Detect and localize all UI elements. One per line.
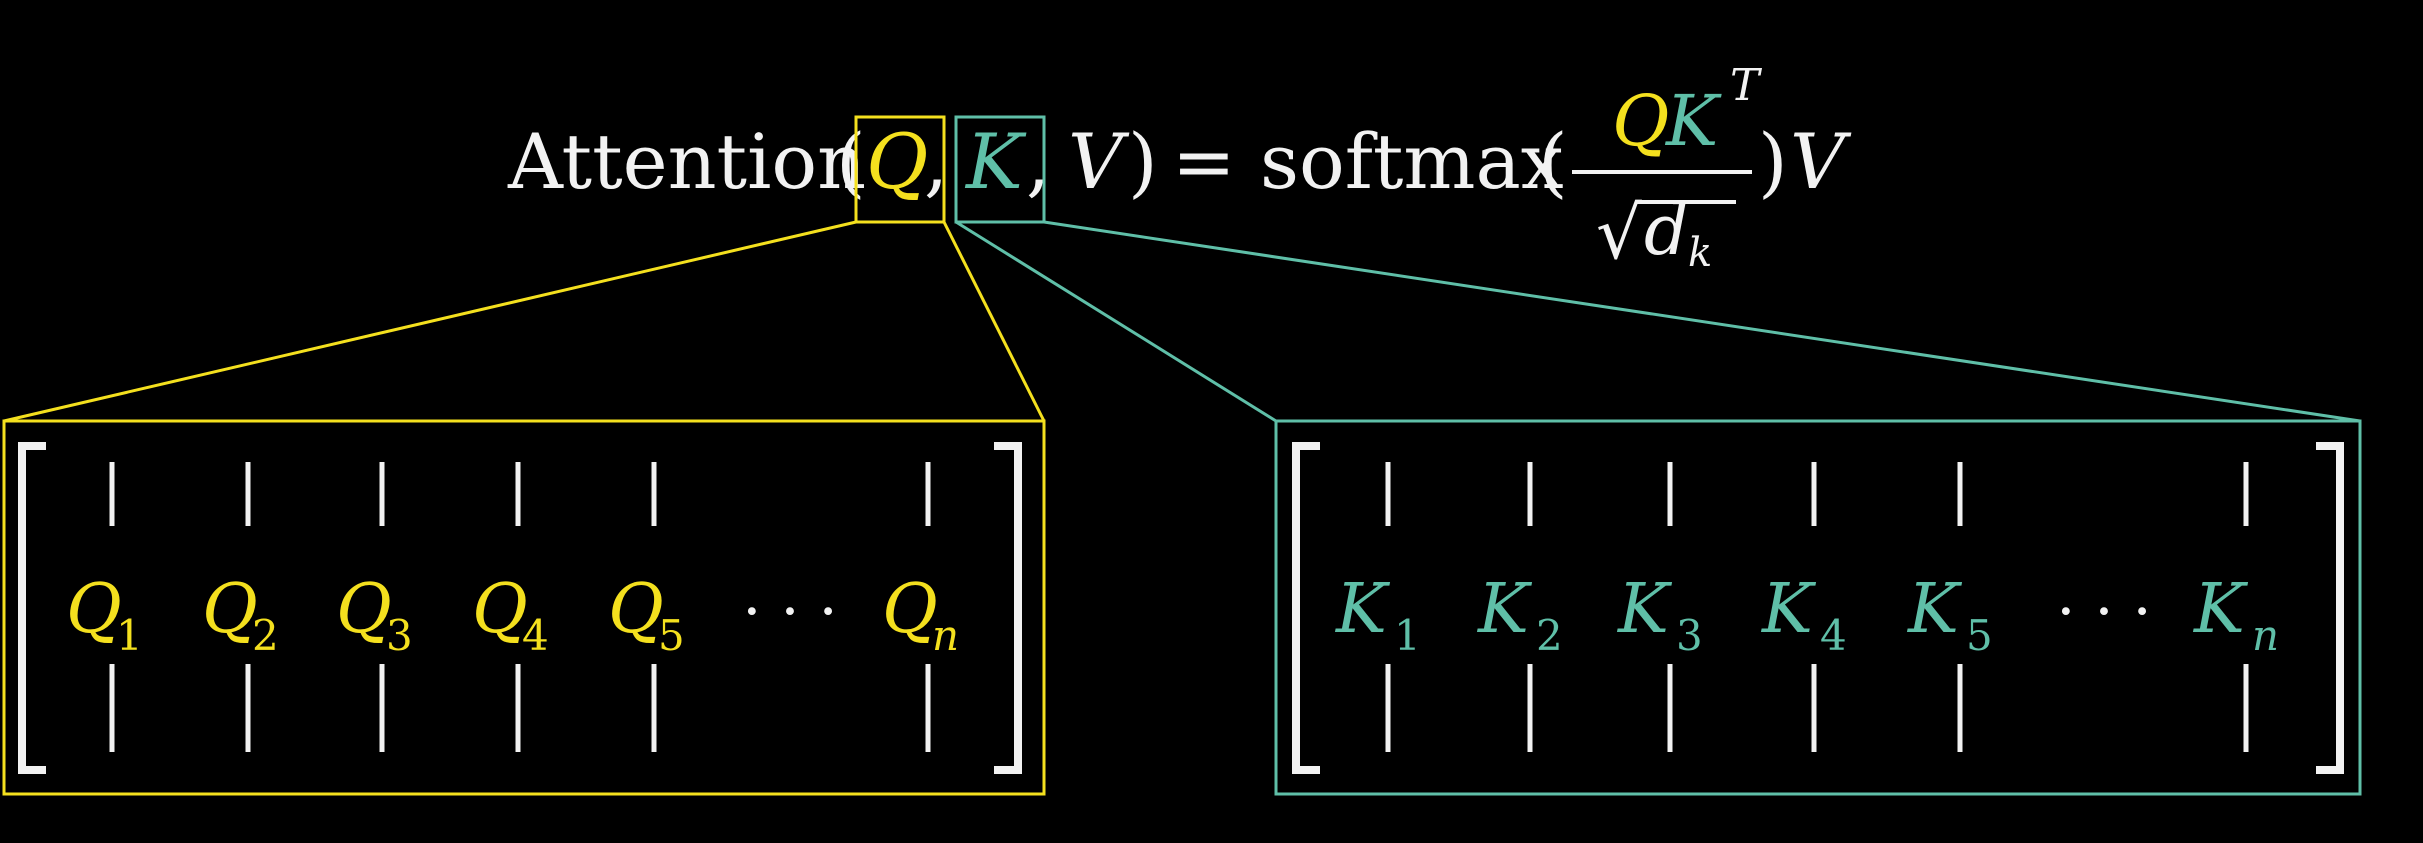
key-matrix-frame bbox=[1274, 419, 2362, 796]
key-matrix-symbol: K bbox=[2192, 570, 2249, 649]
query-matrix-subscript: 5 bbox=[658, 611, 685, 660]
key-matrix-symbol: K bbox=[1906, 570, 1963, 649]
formula-tail-v: V bbox=[1790, 117, 1852, 206]
key-matrix-subscript: n bbox=[2252, 611, 2279, 660]
key-matrix-symbol: K bbox=[1616, 570, 1673, 649]
formula-numerator-superscript: T bbox=[1730, 60, 1763, 111]
query-matrix-symbol: Q bbox=[472, 570, 528, 649]
query-matrix-ellipsis: · · · bbox=[742, 577, 837, 647]
formula-close-paren: ) bbox=[1128, 117, 1158, 206]
query-matrix-symbol: Q bbox=[882, 570, 938, 649]
formula-numerator-q: Q bbox=[1612, 80, 1669, 162]
key-matrix-symbol: K bbox=[1760, 570, 1817, 649]
query-matrix-column: Q1 bbox=[66, 462, 143, 752]
key-matrix-subscript: 5 bbox=[1966, 611, 1993, 660]
formula-equals: = bbox=[1172, 117, 1236, 206]
query-connector-right bbox=[942, 221, 1046, 422]
query-matrix-subscript: 2 bbox=[252, 611, 279, 660]
query-matrix-subscript: 1 bbox=[116, 611, 143, 660]
key-matrix-ellipsis: · · · bbox=[2056, 577, 2151, 647]
formula-softmax-close-paren: ) bbox=[1758, 117, 1788, 206]
query-matrix-symbol: Q bbox=[66, 570, 122, 649]
formula-numerator-k: K bbox=[1664, 80, 1722, 162]
key-connector-lines bbox=[955, 220, 2361, 423]
key-matrix-subscript: 1 bbox=[1394, 611, 1421, 660]
formula-func-name: Attention bbox=[507, 117, 866, 206]
query-matrix-symbol: Q bbox=[608, 570, 664, 649]
formula-softmax-open-paren: ( bbox=[1538, 117, 1568, 206]
formula-comma-2: , bbox=[1026, 117, 1050, 206]
query-connector-left bbox=[3, 220, 857, 423]
query-matrix-column: Q2 bbox=[202, 462, 279, 752]
query-matrix-left-bracket bbox=[18, 442, 46, 774]
key-matrix-subscript: 4 bbox=[1820, 611, 1847, 660]
query-matrix-frame bbox=[2, 419, 1046, 796]
formula-k: K bbox=[964, 117, 1027, 206]
key-connector-right bbox=[1043, 220, 2361, 423]
key-matrix-symbol: K bbox=[1334, 570, 1391, 649]
formula-sqrt-sign: √ bbox=[1596, 191, 1642, 275]
key-matrix-left-bracket bbox=[1292, 442, 1320, 774]
query-matrix-column: Q5 bbox=[608, 462, 685, 752]
query-matrix-right-bracket bbox=[994, 442, 1022, 774]
formula-v: V bbox=[1068, 117, 1130, 206]
formula-open-paren: ( bbox=[836, 117, 866, 206]
query-matrix-subscript: 4 bbox=[522, 611, 549, 660]
key-matrix-subscript: 3 bbox=[1676, 611, 1703, 660]
key-matrix-symbol: K bbox=[1476, 570, 1533, 649]
key-connector-left bbox=[955, 220, 1277, 423]
query-matrix-column: Q3 bbox=[336, 462, 413, 752]
formula-softmax: softmax bbox=[1260, 117, 1564, 206]
query-matrix-subscript: n bbox=[932, 611, 959, 660]
query-matrix-symbol: Q bbox=[336, 570, 392, 649]
key-matrix-right-bracket bbox=[2316, 442, 2344, 774]
key-matrix-subscript: 2 bbox=[1536, 611, 1563, 660]
formula-k-highlight-box bbox=[954, 115, 1046, 224]
query-connector-lines bbox=[3, 220, 1046, 423]
query-matrix-symbol: Q bbox=[202, 570, 258, 649]
formula-q-highlight-box bbox=[854, 115, 946, 224]
formula-denominator-subscript: k bbox=[1688, 230, 1712, 276]
query-matrix-column: Q4 bbox=[472, 462, 549, 752]
attention-formula: Attention ( Q , K , V ) = softmax ( Q K … bbox=[507, 60, 1852, 276]
formula-q: Q bbox=[866, 117, 928, 206]
query-matrix-column: Qn bbox=[882, 462, 959, 752]
query-matrix-subscript: 3 bbox=[386, 611, 413, 660]
formula-denominator-d: d bbox=[1644, 189, 1689, 271]
